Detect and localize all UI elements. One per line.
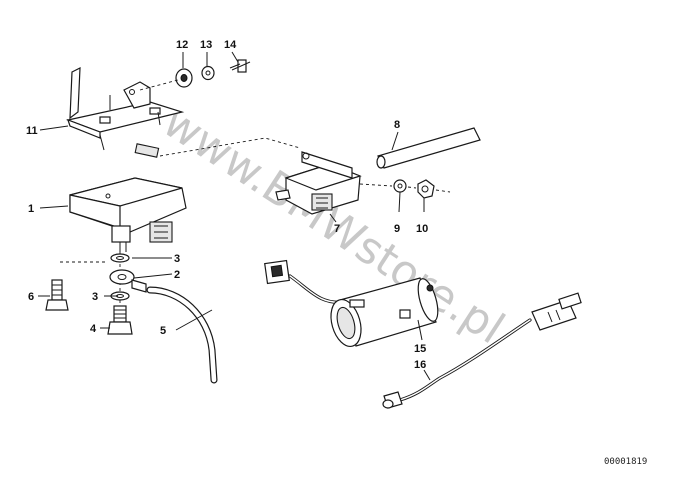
- sensor-cable: [382, 292, 582, 409]
- callout-2: 2: [174, 269, 180, 281]
- callout-14: 14: [224, 39, 237, 51]
- tube: [376, 127, 481, 169]
- callout-13: 13: [200, 39, 212, 51]
- callout-4: 4: [90, 323, 97, 335]
- callout-1: 1: [28, 203, 34, 215]
- callout-10: 10: [416, 223, 428, 235]
- bracket: [65, 67, 185, 151]
- reference-number: 00001819: [604, 457, 647, 467]
- assembly-line-lower: [60, 252, 121, 320]
- banjo-fitting: [109, 269, 147, 293]
- callout-5: 5: [160, 325, 166, 337]
- callout-15: 15: [414, 343, 426, 355]
- bolt-6: [45, 279, 69, 311]
- leader-lines: [38, 51, 431, 381]
- washer-13: [201, 65, 215, 81]
- control-unit: [69, 177, 187, 252]
- washer-9: [393, 179, 407, 193]
- callout-16: 16: [414, 359, 426, 371]
- valve: [275, 151, 362, 215]
- washer-3-top: [110, 253, 130, 263]
- stud: [134, 143, 160, 158]
- callout-9: 9: [394, 223, 400, 235]
- callout-3-bottom: 3: [92, 291, 98, 303]
- hose: [146, 286, 218, 384]
- pump: [264, 259, 439, 347]
- bolt-4: [107, 305, 133, 335]
- callout-12: 12: [176, 39, 188, 51]
- assembly-line-9-10: [359, 183, 451, 193]
- callout-7: 7: [334, 223, 340, 235]
- screw-14: [229, 59, 251, 73]
- callout-numbers: 1 2 3 3 4 5 6 7 8 9 10 11 12 13 14 15 16: [26, 39, 428, 371]
- callout-6: 6: [28, 291, 34, 303]
- grommet-12: [175, 68, 193, 88]
- callout-3-top: 3: [174, 253, 180, 265]
- nut-10: [417, 179, 435, 199]
- assembly-line-top: [139, 79, 179, 91]
- callout-11: 11: [26, 125, 38, 137]
- callout-8: 8: [394, 119, 400, 131]
